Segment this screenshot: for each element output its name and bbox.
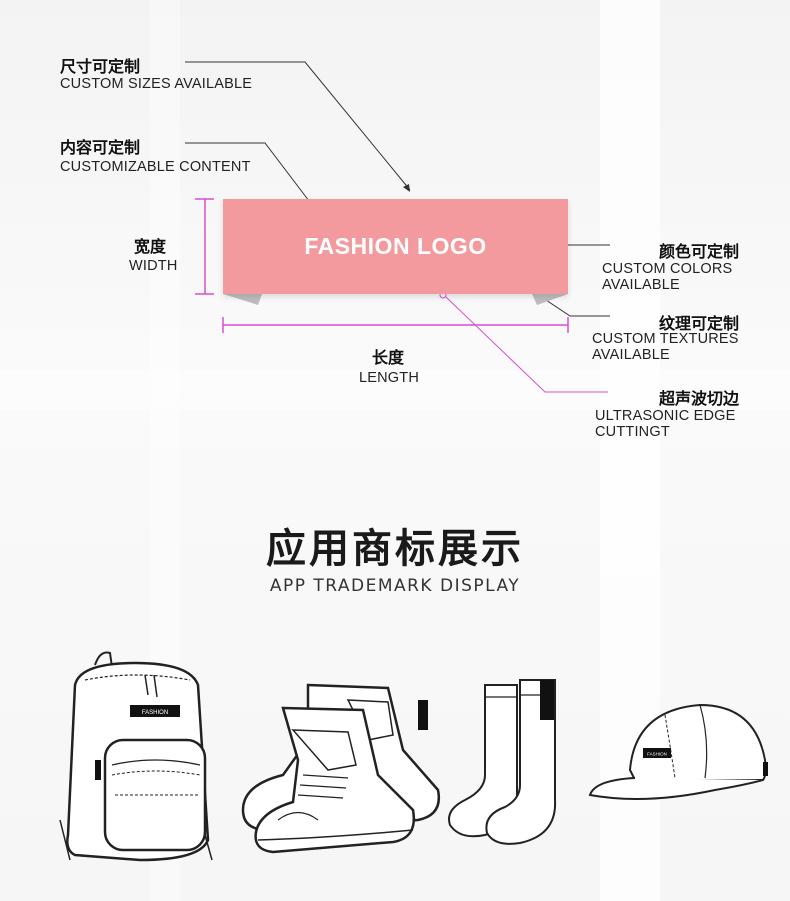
length-cn: 长度 (372, 348, 405, 367)
custom-textures-en2: AVAILABLE (592, 347, 670, 363)
width-en: WIDTH (129, 258, 178, 274)
light-streak (0, 370, 790, 410)
ultrasonic-leader (445, 296, 608, 393)
label-text: FASHION LOGO (304, 233, 487, 259)
section-title-cn: 应用商标展示 (266, 526, 524, 572)
custom-textures-en1: CUSTOM TEXTURES (592, 331, 739, 347)
fashion-logo-label: FASHION LOGO (223, 199, 568, 294)
label-left-tab (223, 294, 262, 305)
cap-illustration: FASHION (588, 703, 768, 800)
custom-colors-en1: CUSTOM COLORS (602, 261, 733, 277)
custom-content-en: CUSTOMIZABLE CONTENT (60, 159, 251, 175)
ultrasonic-en1: ULTRASONIC EDGE (595, 408, 736, 424)
ultrasonic-en2: CUTTINGT (595, 424, 670, 440)
custom-content-cn: 内容可定制 (60, 138, 141, 157)
custom-sizes-en: CUSTOM SIZES AVAILABLE (60, 76, 253, 92)
ultrasonic-cn: 超声波切边 (658, 389, 739, 408)
custom-sizes-cn: 尺寸可定制 (60, 57, 141, 76)
custom-textures-cn: 纹理可定制 (658, 314, 739, 333)
section-title-en: APP TRADEMARK DISPLAY (269, 576, 521, 596)
custom-content-leader (185, 142, 326, 223)
cap-tag-text: FASHION (647, 752, 667, 757)
length-en: LENGTH (359, 370, 420, 386)
label-right-tab (532, 294, 568, 305)
custom-colors-cn: 颜色可定制 (658, 242, 739, 261)
custom-sizes-leader (185, 61, 411, 191)
backpack-illustration: FASHION (59, 651, 213, 862)
custom-sizes-arrowhead (403, 184, 410, 192)
socks-illustration (448, 679, 557, 845)
backpack-tag-text: FASHION (142, 710, 168, 716)
width-cn: 宽度 (134, 237, 167, 256)
custom-colors-en2: AVAILABLE (602, 277, 680, 293)
sneakers-illustration (241, 683, 441, 854)
